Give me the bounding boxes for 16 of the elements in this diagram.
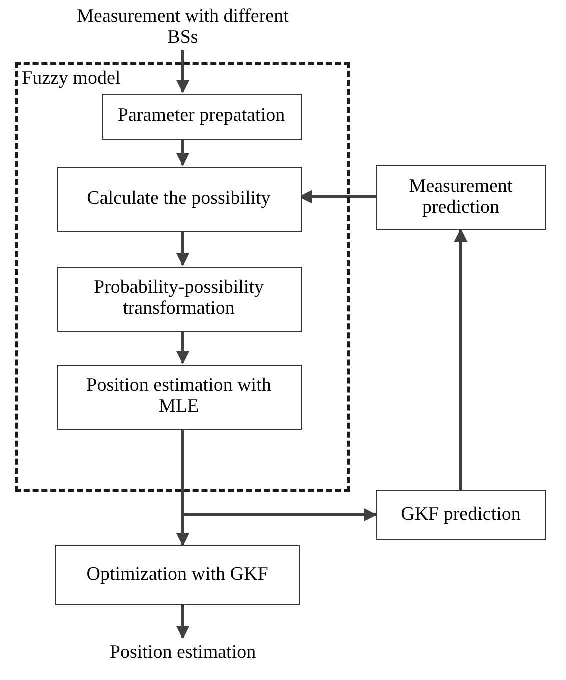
arrow bbox=[176, 138, 190, 166]
process-box: Optimization with GKF bbox=[55, 545, 300, 605]
process-box: Parameter prepatation bbox=[102, 94, 302, 140]
process-box: GKF prediction bbox=[376, 490, 546, 540]
arrow bbox=[176, 330, 190, 364]
process-box: Probability-possibility transformation bbox=[56, 266, 302, 332]
group-title: Fuzzy model bbox=[22, 67, 121, 91]
arrow bbox=[176, 50, 190, 94]
arrow bbox=[182, 428, 378, 522]
process-box: Measurement prediction bbox=[376, 165, 546, 230]
process-box: Position estimation with MLE bbox=[56, 364, 302, 430]
arrow bbox=[454, 228, 468, 490]
dashed-group-frame bbox=[15, 62, 350, 492]
process-box: Calculate the possibility bbox=[56, 166, 302, 232]
arrow bbox=[176, 230, 190, 266]
arrow bbox=[176, 605, 190, 640]
